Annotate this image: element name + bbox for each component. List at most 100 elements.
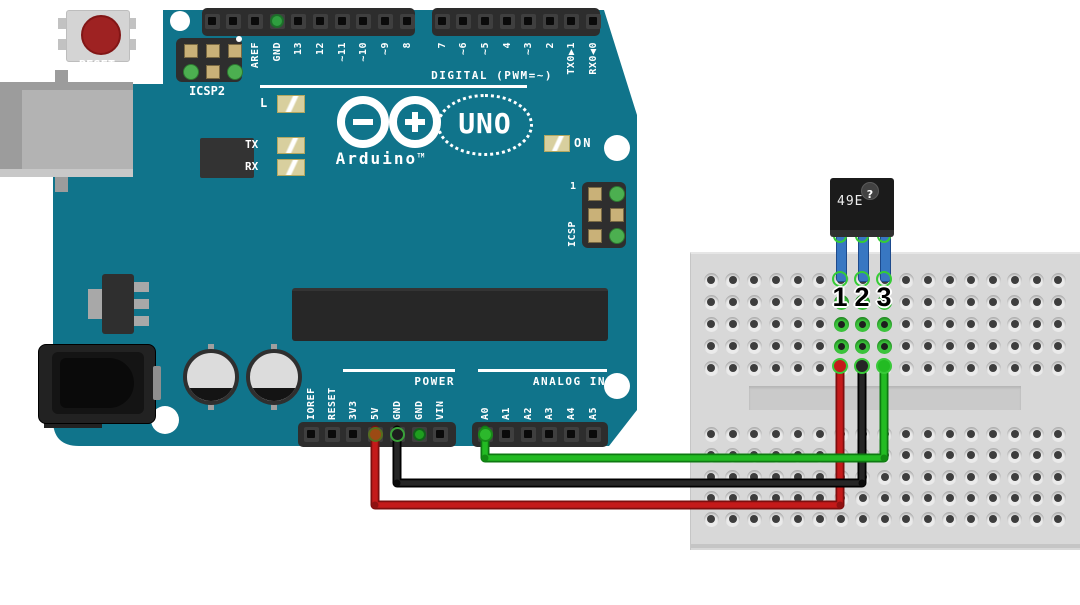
breadboard-hole xyxy=(833,316,849,332)
icsp-pin xyxy=(588,229,602,243)
breadboard-hole-center xyxy=(1054,276,1063,284)
breadboard-hole xyxy=(833,338,849,354)
digital-pin-hole xyxy=(251,17,259,25)
icsp2-pin xyxy=(206,44,220,58)
breadboard-hole xyxy=(1029,426,1044,442)
breadboard-hole xyxy=(725,447,741,463)
breadboard-hole-center xyxy=(772,451,781,459)
led-l-label: L xyxy=(260,96,268,110)
breadboard-hole xyxy=(855,294,871,310)
breadboard-hole-center xyxy=(989,473,998,481)
breadboard-hole xyxy=(790,360,806,376)
breadboard-hole xyxy=(746,338,762,354)
reset-button-cap[interactable] xyxy=(81,15,121,55)
breadboard-hole-center xyxy=(858,515,867,523)
digital-pin-hole xyxy=(459,17,467,25)
breadboard-hole-center xyxy=(902,364,911,372)
breadboard-hole xyxy=(833,469,849,485)
breadboard-hole-center xyxy=(902,515,911,523)
breadboard-hole-center xyxy=(772,298,781,306)
breadboard-hole xyxy=(746,316,762,332)
hall-sensor-49e[interactable]: 49E ? xyxy=(830,178,894,237)
digital-pin-hole xyxy=(208,17,216,25)
breadboard-hole xyxy=(985,338,1001,354)
breadboard-hole xyxy=(985,272,1001,288)
breadboard-hole xyxy=(1029,447,1044,463)
breadboard-hole-center xyxy=(707,494,715,502)
breadboard-hole-center xyxy=(793,364,802,372)
breadboard-hole-center xyxy=(728,276,737,284)
breadboard-hole xyxy=(942,447,958,463)
power-pin-hole xyxy=(328,430,336,438)
breadboard-hole xyxy=(942,490,958,506)
capacitor xyxy=(246,349,302,405)
brand-name: Arduino xyxy=(335,149,418,168)
breadboard-hole xyxy=(942,294,958,310)
digital-pin-hole xyxy=(438,17,446,25)
digital-pin-label: ~10 xyxy=(358,42,369,62)
breadboard-hole xyxy=(898,272,914,288)
power-pin-hole xyxy=(349,430,357,438)
breadboard-hole xyxy=(768,426,784,442)
breadboard-hole-center xyxy=(880,430,889,438)
digital-pin xyxy=(477,13,493,29)
breadboard-hole-center xyxy=(815,276,824,284)
led-tx xyxy=(277,137,305,154)
analog-pin xyxy=(541,426,557,442)
breadboard-hole xyxy=(877,426,893,442)
breadboard-hole-center xyxy=(772,515,781,523)
digital-pin-label: AREF xyxy=(250,42,261,69)
breadboard-hole-center xyxy=(880,494,889,502)
breadboard-hole-center xyxy=(924,276,932,284)
breadboard-hole xyxy=(833,511,849,527)
breadboard-hole xyxy=(768,338,784,354)
sensor-pin-number: 3 xyxy=(876,282,892,312)
digital-pin-label: ~6 xyxy=(458,42,469,56)
breadboard-hole-center xyxy=(728,451,737,459)
breadboard-hole-center xyxy=(902,276,911,284)
breadboard-hole xyxy=(1050,490,1066,506)
question-mark-badge[interactable]: ? xyxy=(861,182,879,201)
digital-pin-hole xyxy=(359,17,367,25)
breadboard-hole xyxy=(963,490,979,506)
digital-pin-hole xyxy=(546,17,554,25)
digital-pin-label: ~9 xyxy=(380,42,391,56)
breadboard-hole-center xyxy=(793,494,802,502)
usb-connector xyxy=(0,82,133,177)
breadboard-hole xyxy=(877,294,893,310)
breadboard-hole xyxy=(703,426,719,442)
breadboard-hole-center xyxy=(989,494,998,502)
breadboard-hole xyxy=(790,272,806,288)
breadboard-hole-center xyxy=(728,298,737,306)
breadboard-hole xyxy=(877,447,893,463)
breadboard-hole xyxy=(877,511,893,527)
breadboard-hole xyxy=(898,447,914,463)
led-on xyxy=(544,135,570,152)
digital-pin-label: RX0◀0 xyxy=(588,42,599,75)
breadboard-hole-center xyxy=(902,430,911,438)
usb-tab-top xyxy=(55,70,68,82)
breadboard-hole-center xyxy=(837,451,846,459)
breadboard-hole xyxy=(703,294,719,310)
breadboard-hole-center xyxy=(750,430,759,438)
mounting-hole xyxy=(604,373,630,399)
breadboard-hole-center xyxy=(1010,320,1019,328)
breadboard-hole-center xyxy=(989,451,998,459)
digital-caption: DIGITAL (PWM=~) xyxy=(431,69,553,82)
digital-separator-line xyxy=(260,85,527,88)
regulator-pin xyxy=(134,282,149,292)
usb-connector-left-band xyxy=(0,82,22,177)
breadboard-hole xyxy=(1007,338,1023,354)
breadboard-hole xyxy=(855,426,871,442)
breadboard-center-channel xyxy=(749,386,1021,410)
breadboard-hole-center xyxy=(750,342,759,350)
breadboard-hole-center xyxy=(945,298,954,306)
connected-strip-highlight xyxy=(881,342,889,350)
breadboard-hole-center xyxy=(1054,473,1063,481)
breadboard-hole-center xyxy=(750,298,759,306)
breadboard-hole xyxy=(985,490,1001,506)
icsp-pin1-label: 1 xyxy=(570,181,577,192)
capacitor-lead xyxy=(208,344,214,352)
breadboard-hole-center xyxy=(1010,515,1019,523)
breadboard-hole-center xyxy=(1010,298,1019,306)
